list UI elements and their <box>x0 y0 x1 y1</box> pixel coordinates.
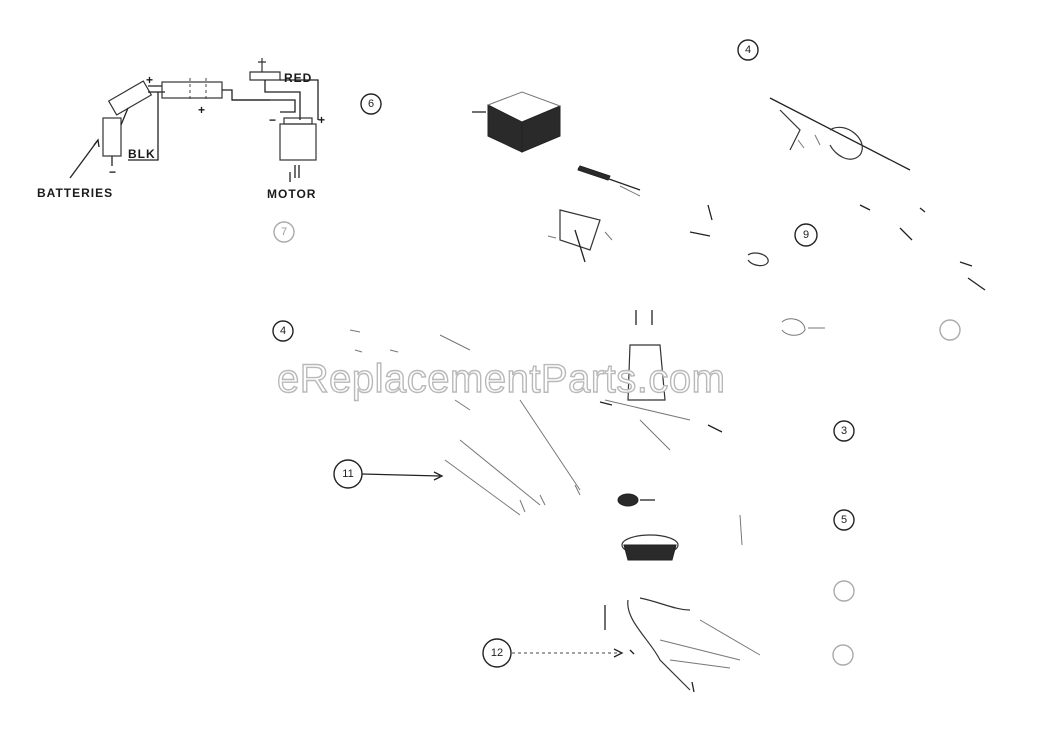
callout-11: 11 <box>333 459 363 489</box>
svg-text:+: + <box>198 103 206 117</box>
battery-cell <box>107 80 153 116</box>
battery-pack <box>472 91 561 153</box>
callout-12: 12 <box>482 638 512 668</box>
svg-text:5: 5 <box>841 514 847 526</box>
exploded-parts <box>349 91 986 693</box>
cutting-blade <box>604 597 761 693</box>
svg-text:9: 9 <box>803 229 809 241</box>
svg-text:−: − <box>109 165 117 179</box>
svg-text:4: 4 <box>280 325 286 337</box>
red-wire-label: RED <box>284 71 312 85</box>
callout-5: 5 <box>833 509 855 531</box>
callout-7: 7 <box>273 221 295 243</box>
blk-wire-label: BLK <box>128 147 156 161</box>
watermark-text: eReplacementParts.com <box>277 357 725 401</box>
blade-hub <box>617 493 743 561</box>
svg-text:7: 7 <box>281 226 287 238</box>
motor-housing <box>599 310 723 451</box>
callout-3: 3 <box>833 420 855 442</box>
callout-faint-590 <box>833 580 855 602</box>
svg-text:12: 12 <box>491 647 503 659</box>
svg-text:+: + <box>318 113 326 127</box>
callout-4-top: 4 <box>737 39 759 61</box>
svg-text:11: 11 <box>342 468 353 480</box>
svg-text:6: 6 <box>368 98 374 110</box>
wiring-schematic: + + + − − BATTERIES MOTOR RED BLK <box>37 58 326 201</box>
battery-cell <box>102 117 122 157</box>
svg-text:+: + <box>146 73 154 87</box>
batteries-label: BATTERIES <box>37 186 113 200</box>
callout-faint-bottom <box>832 644 854 666</box>
callout-4-left: 4 <box>272 320 294 342</box>
callout-faint-right <box>939 319 961 341</box>
handle-assembly <box>769 97 986 291</box>
motor-symbol <box>279 123 317 161</box>
connector-block <box>161 81 223 99</box>
svg-text:3: 3 <box>841 425 847 437</box>
svg-text:−: − <box>269 113 277 127</box>
motor-label: MOTOR <box>267 187 316 201</box>
callout-9: 9 <box>794 223 818 247</box>
callout-6: 6 <box>360 93 382 115</box>
svg-text:4: 4 <box>745 44 751 56</box>
